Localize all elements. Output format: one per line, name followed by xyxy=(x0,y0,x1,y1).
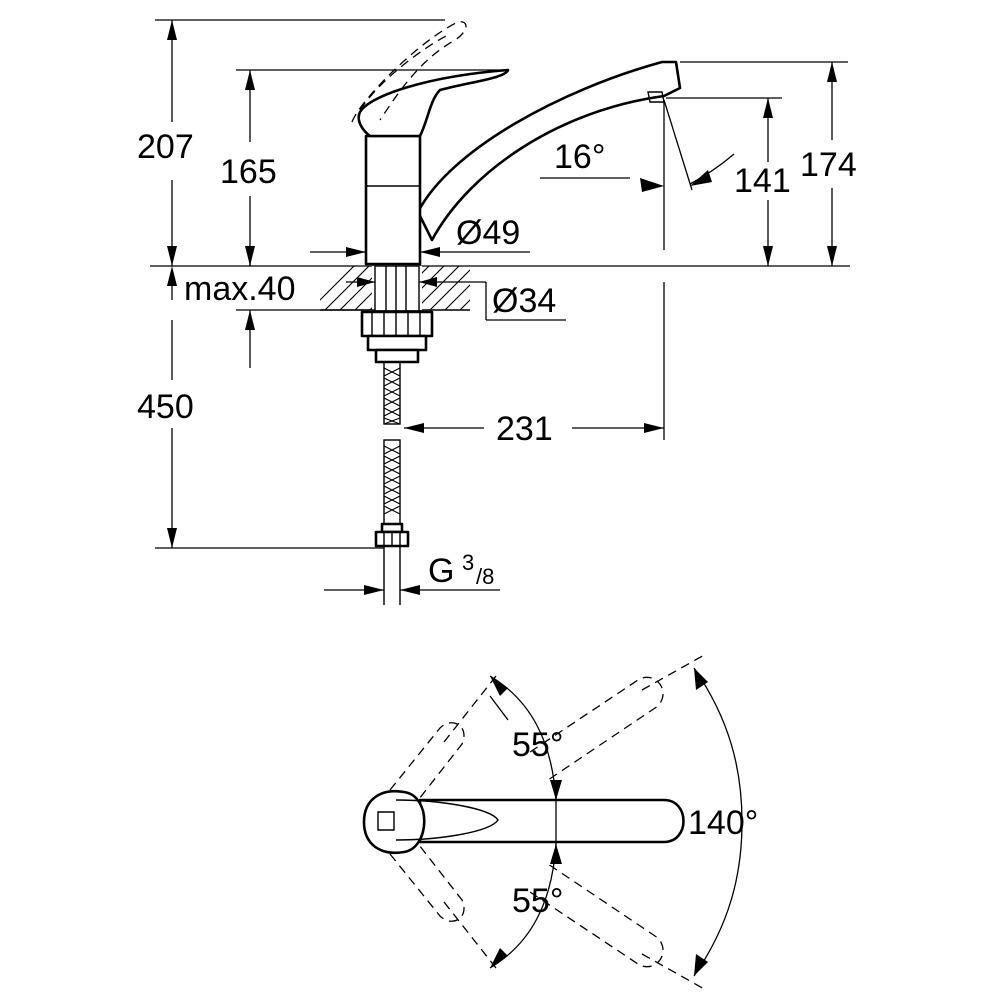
dim-swivel-total-label: 140° xyxy=(688,804,758,842)
braided-hose xyxy=(374,361,410,605)
dim-swivel-lower-label: 55° xyxy=(512,882,563,920)
spout-top-view xyxy=(362,789,685,855)
dim-swivel-lower: 55° xyxy=(489,820,563,969)
faucet-body xyxy=(351,21,682,266)
dim-hose-length: 450 xyxy=(137,320,384,549)
top-view: 140° 55° 55° xyxy=(362,653,758,991)
dim-connection-numerator: 3 xyxy=(462,550,474,575)
dim-body-diameter-label: Ø49 xyxy=(456,214,520,252)
dim-spout-angle-label: 16° xyxy=(554,138,605,176)
dim-connection-denominator: /8 xyxy=(476,564,494,589)
dim-connection: G 3 /8 xyxy=(324,550,500,595)
side-view: 207 165 174 141 xyxy=(137,19,857,605)
dim-swivel-upper: 55° xyxy=(489,675,563,820)
dim-max-thickness: max.40 xyxy=(167,248,375,368)
dim-connection-prefix: G xyxy=(428,552,454,590)
dim-body-diameter: Ø49 xyxy=(310,214,530,257)
dim-lever-height-label: 165 xyxy=(220,153,277,191)
dim-spout-height: 174 xyxy=(680,61,857,266)
dim-swivel-total: 140° xyxy=(688,667,758,977)
swivel-position-upper xyxy=(389,653,707,809)
dim-total-height: 207 xyxy=(137,19,445,266)
dim-spout-angle: 16° xyxy=(540,99,735,250)
dim-max-thickness-label: max.40 xyxy=(184,270,296,308)
dim-thread-diameter: Ø34 xyxy=(346,277,566,321)
mounting-shank xyxy=(360,265,434,364)
dim-reach-label: 231 xyxy=(496,410,553,448)
dim-outlet-height: 141 xyxy=(666,97,791,266)
dim-thread-diameter-label: Ø34 xyxy=(492,282,556,320)
dim-outlet-height-label: 141 xyxy=(734,162,791,200)
dim-reach: 231 xyxy=(404,282,665,448)
dim-hose-length-label: 450 xyxy=(137,388,194,426)
swivel-position-lower xyxy=(389,835,707,991)
dim-total-height-label: 207 xyxy=(137,128,194,166)
dim-spout-height-label: 174 xyxy=(800,146,857,184)
dim-swivel-upper-label: 55° xyxy=(512,726,563,764)
countertop-section xyxy=(150,265,850,311)
